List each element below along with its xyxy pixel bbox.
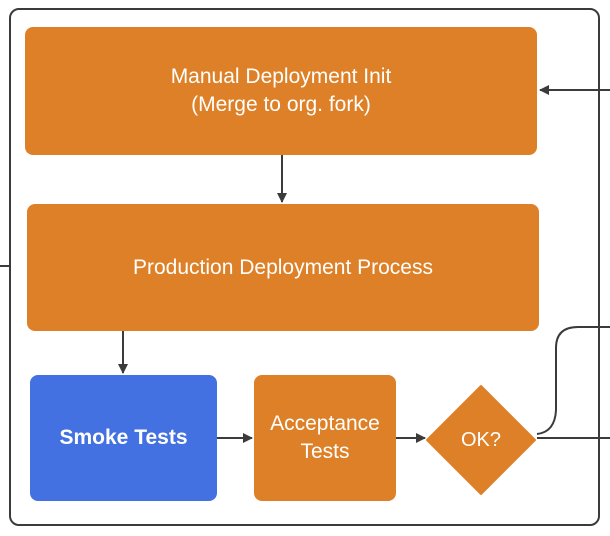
- decision-branch-upper: [536, 326, 610, 435]
- production-deployment-node: Production Deployment Process: [27, 204, 539, 331]
- smoke-tests-node: Smoke Tests: [30, 375, 217, 501]
- acceptance-tests-node: Acceptance Tests: [254, 375, 396, 501]
- manual-deployment-init-node: Manual Deployment Init (Merge to org. fo…: [25, 27, 537, 155]
- pipeline-frame: [9, 8, 600, 526]
- decision-diamond: [426, 385, 536, 495]
- decision-node-label: OK?: [460, 428, 502, 451]
